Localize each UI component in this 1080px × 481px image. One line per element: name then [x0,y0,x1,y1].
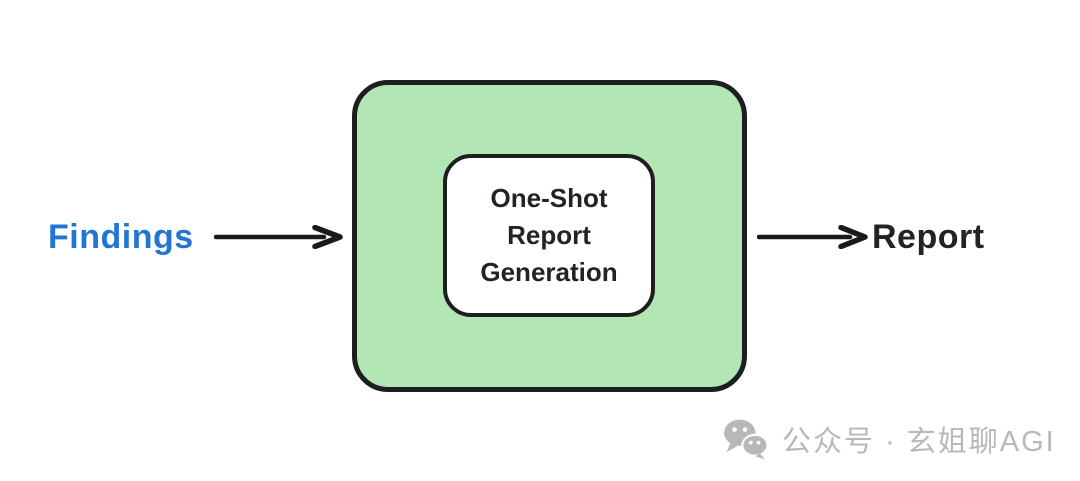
findings-to-process-arrow-icon [214,225,343,249]
process-label-line-2: Report [507,220,591,250]
wechat-logo-icon [724,419,768,460]
findings-label: Findings [48,218,194,256]
report-label: Report [872,218,985,256]
process-to-report-arrow-icon [757,225,868,249]
watermark: 公众号 · 玄姐聊AGI [722,418,1056,460]
watermark-text: 公众号 · 玄姐聊AGI [782,426,1056,458]
process-node: One-Shot Report Generation [443,154,655,317]
process-label-line-3: Generation [480,257,618,287]
process-label-line-1: One-Shot [490,183,608,213]
